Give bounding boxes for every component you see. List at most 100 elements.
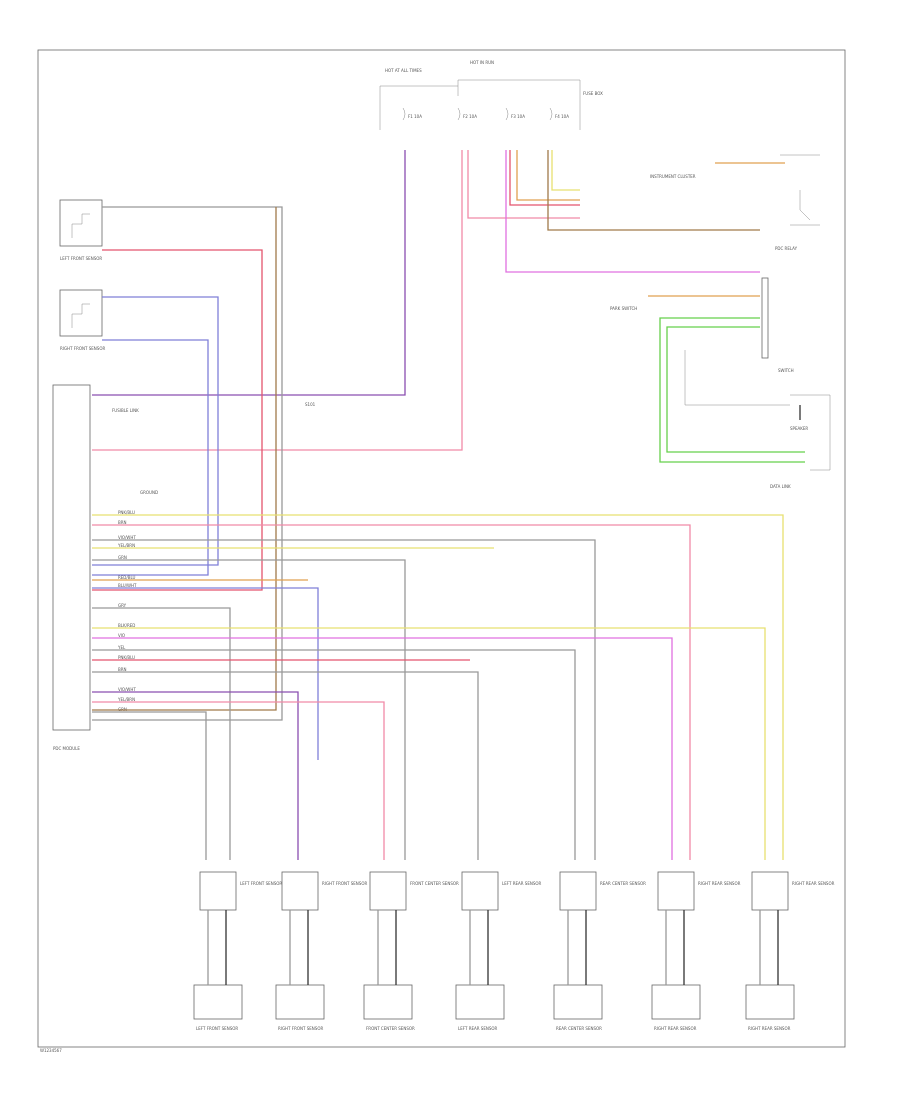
wire-pink-bus bbox=[92, 524, 691, 860]
sensor-unit-box bbox=[281, 871, 319, 911]
fuse-2-label: F2 10A bbox=[463, 114, 477, 119]
pin-label: VIO bbox=[118, 633, 125, 638]
wire-purple-main bbox=[92, 150, 406, 396]
speaker-label: SPEAKER bbox=[790, 426, 808, 431]
pin-label: YEL/BRN bbox=[117, 697, 135, 702]
wire-pink-main bbox=[92, 150, 463, 451]
fuse-4-label: F4 10A bbox=[555, 114, 569, 119]
bottom-sensor-box bbox=[455, 984, 505, 1020]
ground-note: GROUND bbox=[140, 490, 158, 495]
wire-yellow-bus bbox=[92, 514, 784, 860]
pin-label: RED/BLU bbox=[118, 575, 136, 580]
sensor-unit-label: RIGHT REAR SENSOR bbox=[698, 881, 741, 886]
wire-pink-bus2 bbox=[92, 701, 385, 860]
wire-harness bbox=[92, 150, 805, 860]
fuse-4: F4 10A bbox=[549, 107, 569, 121]
wire-green-2 bbox=[666, 326, 805, 453]
wire-red-top bbox=[509, 150, 580, 206]
sensor-unit-box bbox=[559, 871, 597, 911]
switch-block: SWITCH bbox=[684, 277, 794, 406]
sensor-unit-label: RIGHT REAR SENSOR bbox=[792, 881, 835, 886]
fuse-1-label: F1 10A bbox=[408, 114, 422, 119]
wire-gray-lfs bbox=[92, 206, 283, 721]
pin-label: PNK/BLU bbox=[118, 510, 135, 515]
sensor-unit-label: FRONT CENTER SENSOR bbox=[410, 881, 459, 886]
bottom-sensor-label: REAR CENTER SENSOR bbox=[556, 1026, 602, 1031]
sensor-unit-box bbox=[199, 871, 237, 911]
fuse-2: F2 10A bbox=[457, 107, 477, 121]
sensor-unit: FRONT CENTER SENSOR FRONT CENTER SENSOR bbox=[363, 871, 459, 1031]
module-pin-labels: PNK/BLU BRN VIO/WHT YEL/BRN GRN RED/BLU BLU/WH… bbox=[117, 510, 137, 712]
wire-gray-bus4 bbox=[92, 649, 576, 860]
wire-pink-top bbox=[467, 150, 580, 219]
wire-brown-rfs bbox=[92, 207, 277, 711]
pin-label: PNK/BLU bbox=[118, 655, 135, 660]
sensor-unit: REAR CENTER SENSOR REAR CENTER SENSOR bbox=[553, 871, 646, 1031]
wire-brown-top bbox=[547, 150, 760, 231]
sensor-unit-box bbox=[461, 871, 499, 911]
bottom-sensor-label: RIGHT REAR SENSOR bbox=[748, 1026, 791, 1031]
park-relay: PDC RELAY bbox=[775, 154, 820, 251]
pin-label: VIO/WHT bbox=[118, 535, 136, 540]
data-link-label: DATA LINK bbox=[770, 484, 791, 489]
sensor-unit-label: REAR CENTER SENSOR bbox=[600, 881, 646, 886]
wire-magenta-bus bbox=[92, 637, 673, 860]
wire-gray-bus3 bbox=[92, 607, 231, 860]
wire-purple-bus bbox=[92, 691, 299, 860]
right-front-sensor-box: RIGHT FRONT SENSOR bbox=[59, 289, 105, 351]
bottom-sensor-box bbox=[651, 984, 701, 1020]
bottom-sensor-box bbox=[745, 984, 795, 1020]
wire-gray-bus6 bbox=[92, 711, 207, 860]
fusebox-side-label: FUSE BOX bbox=[583, 91, 603, 96]
diagram-id: W1234567 bbox=[40, 1048, 62, 1053]
wire-gray-bus1 bbox=[92, 539, 596, 860]
diagram-frame bbox=[37, 49, 846, 1048]
left-front-sensor-box: LEFT FRONT SENSOR bbox=[59, 199, 103, 261]
park-switch-label: PARK SWITCH bbox=[610, 306, 637, 311]
wire-red-lfs bbox=[92, 249, 263, 591]
fuse-3-label: F3 10A bbox=[511, 114, 525, 119]
pin-label: YEL bbox=[117, 645, 126, 650]
wire-blue-rfs bbox=[92, 296, 219, 566]
sensor-unit-box bbox=[751, 871, 789, 911]
bottom-sensor-label: LEFT FRONT SENSOR bbox=[196, 1026, 238, 1031]
wire-green-1 bbox=[659, 317, 805, 463]
wire-blue-bus bbox=[92, 587, 319, 760]
speaker-module: SPEAKER DATA LINK bbox=[770, 394, 831, 489]
bottom-sensor-label: RIGHT FRONT SENSOR bbox=[278, 1026, 323, 1031]
control-module-label: PDC MODULE bbox=[53, 746, 80, 751]
sensor-unit: RIGHT FRONT SENSOR RIGHT FRONT SENSOR bbox=[275, 871, 367, 1031]
left-front-sensor-label: LEFT FRONT SENSOR bbox=[60, 256, 102, 261]
pin-label: BLU/WHT bbox=[118, 583, 137, 588]
pin-label: GRN bbox=[118, 555, 127, 560]
pin-label: BRN bbox=[118, 667, 127, 672]
bottom-sensor-box bbox=[363, 984, 413, 1020]
bottom-sensor-label: FRONT CENTER SENSOR bbox=[366, 1026, 415, 1031]
pin-label: BLK/RED bbox=[118, 623, 135, 628]
bottom-sensor-box bbox=[275, 984, 325, 1020]
fusebox-label-a: HOT AT ALL TIMES bbox=[385, 68, 422, 73]
wire-gray-bus5 bbox=[92, 671, 479, 860]
sensor-unit: RIGHT REAR SENSOR RIGHT REAR SENSOR bbox=[745, 871, 835, 1031]
wire-blue-rfs2 bbox=[92, 339, 209, 576]
sensor-unit-label: RIGHT FRONT SENSOR bbox=[322, 881, 367, 886]
pin-label: VIO/WHT bbox=[118, 687, 136, 692]
bottom-sensor-box bbox=[553, 984, 603, 1020]
wire-yellow-top bbox=[551, 150, 580, 191]
wire-gray-bus2 bbox=[92, 559, 406, 860]
right-front-sensor-label: RIGHT FRONT SENSOR bbox=[60, 346, 105, 351]
pin-label: BRN bbox=[118, 520, 127, 525]
sensor-unit-box bbox=[369, 871, 407, 911]
sensor-unit-box bbox=[657, 871, 695, 911]
sensor-unit-label: LEFT REAR SENSOR bbox=[502, 881, 542, 886]
control-module: PDC MODULE bbox=[52, 384, 91, 751]
fuse-1: F1 10A bbox=[402, 107, 422, 121]
pin-label: GRY bbox=[118, 603, 127, 608]
fusebox-label-b: HOT IN RUN bbox=[470, 60, 494, 65]
fuse-box: HOT AT ALL TIMES HOT IN RUN FUSE BOX F1 … bbox=[379, 60, 603, 130]
wire-pink-relay bbox=[505, 150, 760, 273]
